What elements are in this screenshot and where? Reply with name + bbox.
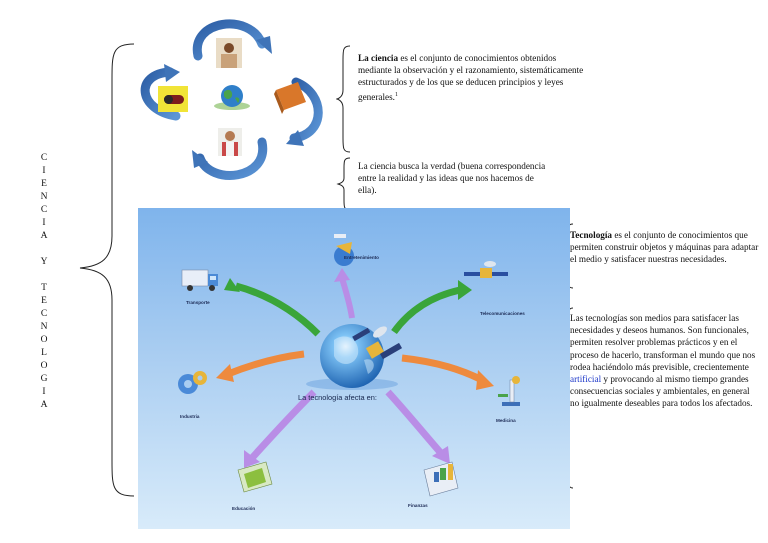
science-definition: La ciencia es el conjunto de conocimient… [358,52,586,103]
label-finance: Finanzas [408,503,428,508]
arrow-to-finance [385,389,443,455]
means-text-before: Las tecnologías son medios para satisfac… [570,313,756,372]
arrow-to-telecom [391,286,461,335]
vertical-title-letter: I [42,218,46,228]
technology-definition: Tecnología es el conjunto de conocimient… [570,229,762,266]
books-icon [237,461,273,493]
gears-icon [178,371,207,394]
telecom-satellite-icon [464,261,508,278]
finance-folder-icon [423,461,459,497]
label-telecom: Telecomunicaciones [480,311,525,316]
vertical-title-letter: E [41,296,47,306]
vertical-title-letter: N [40,192,48,202]
vertical-title-letter: E [41,179,47,189]
scientist-photo-icon [216,38,242,68]
vertical-title-letter: G [40,374,48,384]
doctor-photo-icon [218,128,242,156]
cycle-arrow-bottom-head [192,150,208,168]
capsule-photo-icon [158,86,188,112]
vertical-title-letter: T [41,283,47,293]
central-satellite-icon [352,326,403,360]
vertical-title-letter: I [42,166,46,176]
vertical-title-letter: O [40,335,48,345]
vertical-title-letter: A [40,231,48,241]
label-medicine: Medicina [496,418,516,423]
arrow-to-finance-head [432,446,450,464]
vertical-title-letter: C [40,309,48,319]
arrow-to-transport-head [224,278,240,292]
vertical-title-letter: C [40,205,48,215]
arrow-to-medicine [401,354,484,384]
book-photo-icon [274,82,306,114]
cycle-arrow-top [192,19,267,61]
cycle-arrow-bottom [195,137,268,180]
arrow-to-industry [226,350,305,378]
cycle-arrow-left [140,67,181,121]
diagram-graphics [178,234,520,497]
cycle-arrow-top-head [256,36,272,54]
vertical-title-letter: Y [40,257,48,267]
science-brace [336,45,351,153]
center-caption: La tecnología afecta en: [298,393,377,402]
technology-means-note: Las tecnologías son medios para satisfac… [570,312,760,410]
arrow-to-medicine-head [476,370,494,390]
vertical-title-letter: O [40,361,48,371]
label-education: Educación [232,506,256,511]
label-transport: Transporte [186,300,210,305]
arrow-to-entertainment-head [334,268,350,282]
means-text-after: y provocando al mismo tiempo grandes con… [570,374,753,409]
artificial-link[interactable]: artificial [570,374,602,385]
technology-impact-diagram: Entretenimiento Transporte Telecomunicac… [138,208,570,529]
main-brace [79,43,135,497]
science-cycle-illustration [140,19,323,180]
arrow-to-entertainment [339,277,355,319]
truck-icon [181,269,218,291]
arrow-to-telecom-head [458,280,472,300]
truth-brace [336,157,351,211]
technology-term: Tecnología [570,230,613,240]
entertainment-icon [334,234,354,266]
vertical-title-letter: A [40,400,48,410]
central-globe-icon [306,324,398,390]
science-truth-note: La ciencia busca la verdad (buena corres… [358,161,546,196]
vertical-title-letter: N [40,322,48,332]
arrow-to-education-head [244,450,260,468]
arrow-to-education [249,389,317,461]
label-industry: Industria [180,414,200,419]
microscope-icon [498,376,520,406]
vertical-title-letter: C [40,153,48,163]
cycle-arrow-left-head [164,64,180,82]
arrow-to-transport [235,282,321,337]
vertical-title-letter: L [41,348,47,358]
science-term: La ciencia [358,53,399,63]
arrow-to-industry-head [216,364,234,382]
vertical-title-letter: I [42,387,46,397]
label-entertainment: Entretenimiento [344,255,379,260]
science-footnote[interactable]: 1 [394,91,398,98]
technology-definition-text: es el conjunto de conocimientos que perm… [570,230,759,265]
science-definition-text: es el conjunto de conocimientos obtenido… [358,53,584,102]
globe-icon [214,85,250,110]
cycle-arrow-right [289,77,323,143]
cycle-arrow-right-head [286,130,304,146]
